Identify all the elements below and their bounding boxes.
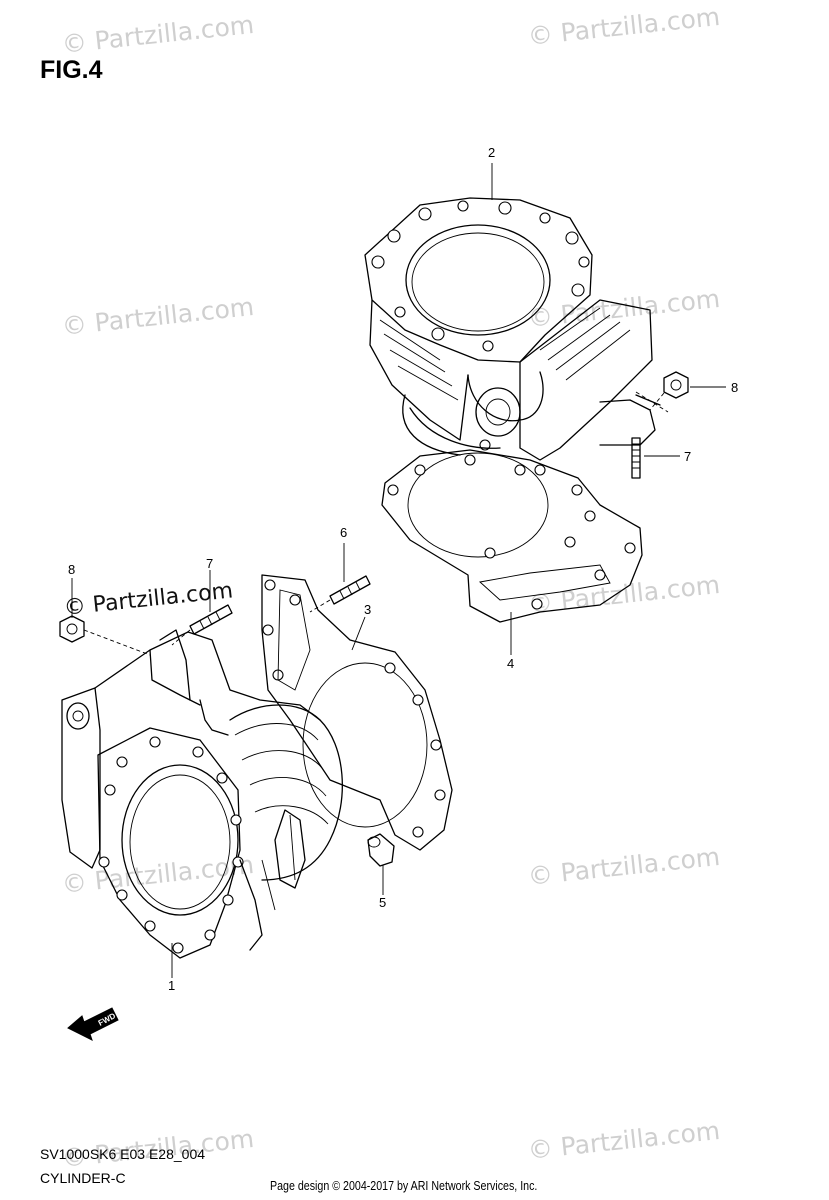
nut-part-8-left[interactable] — [59, 615, 151, 656]
callout-7-right: 7 — [684, 449, 692, 464]
callout-5: 5 — [379, 895, 387, 910]
page-credit: Page design © 2004-2017 by ARI Network S… — [270, 1178, 538, 1193]
nut-part-8-right[interactable] — [649, 371, 689, 411]
leader-lines — [71, 163, 726, 978]
callout-8-right: 8 — [731, 380, 739, 395]
callout-3: 3 — [364, 602, 372, 617]
rear-gasket-part-4[interactable] — [381, 449, 643, 623]
dowel-part-5[interactable] — [367, 833, 395, 867]
callout-1: 1 — [168, 978, 176, 993]
stud-part-6[interactable] — [309, 575, 371, 613]
callout-8-left: 8 — [68, 562, 76, 577]
callout-4: 4 — [507, 656, 515, 671]
callout-7-left: 7 — [206, 556, 214, 571]
stud-part-7-left[interactable] — [171, 604, 233, 646]
rear-cylinder-part-2[interactable] — [364, 197, 669, 476]
callout-2: 2 — [488, 145, 496, 160]
stud-part-7-right[interactable] — [631, 437, 641, 479]
front-cylinder-part-1[interactable] — [61, 629, 343, 959]
diagram-code: SV1000SK6 E03 E28_004 — [40, 1146, 206, 1162]
callout-6: 6 — [340, 525, 348, 540]
figure-title: FIG.4 — [40, 56, 103, 84]
diagram-name: CYLINDER-C — [40, 1170, 126, 1186]
fwd-arrow-icon: FWD — [67, 1007, 119, 1041]
front-gasket-part-3[interactable] — [261, 574, 453, 851]
